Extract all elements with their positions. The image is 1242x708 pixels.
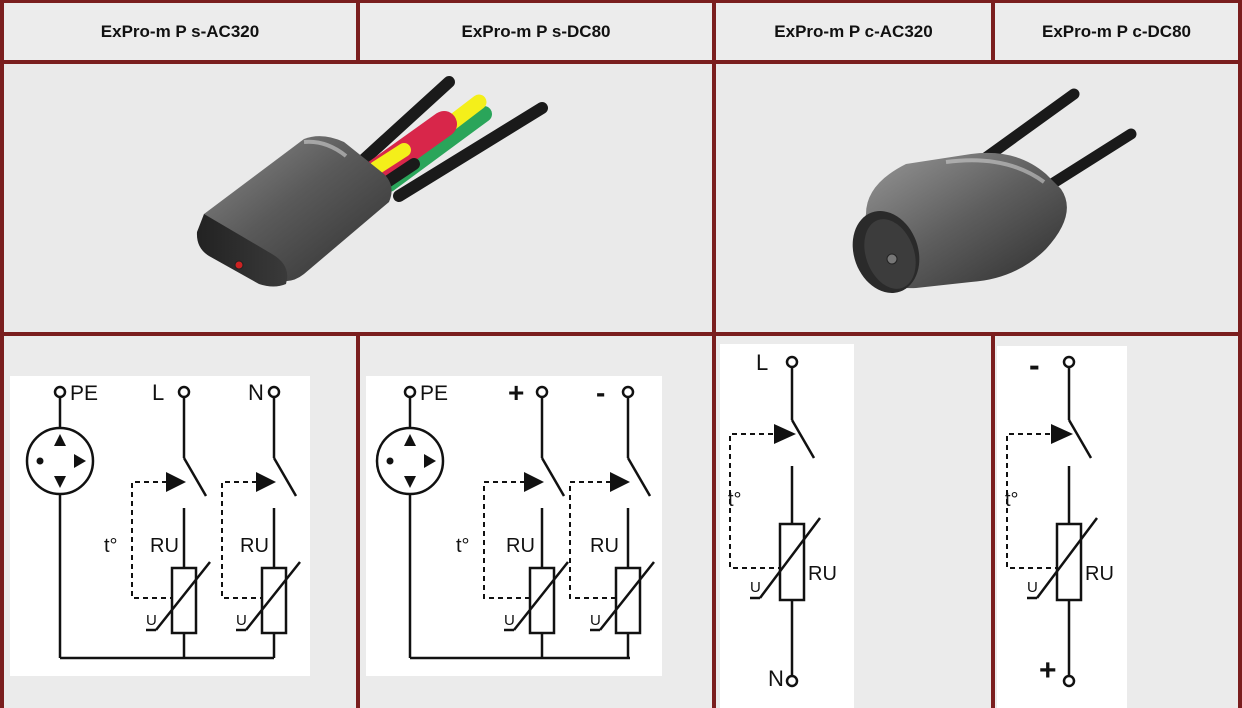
label-plus: + <box>1039 654 1057 687</box>
photo-s-variant <box>4 64 712 332</box>
label-pe: PE <box>70 382 98 405</box>
header-c-dc80: ExPro-m P c-DC80 <box>995 3 1238 60</box>
label-temp: t° <box>104 535 118 557</box>
label-minus: - <box>596 377 605 408</box>
diagram-cell-s-ac320: PE L N t° RU RU U U <box>4 336 356 708</box>
label-plus: + <box>508 377 524 408</box>
diagram-cell-c-dc80: - + t° RU U <box>995 336 1238 708</box>
label-ru: RU <box>506 535 535 557</box>
label-u-2: U <box>236 612 247 629</box>
label-temp: t° <box>456 535 470 557</box>
photo-c-variant <box>716 64 1238 332</box>
label-u-2: U <box>590 612 601 629</box>
circuit-diagram-s-dc80: PE + - t° RU RU U U <box>375 377 655 660</box>
label-u: U <box>1027 579 1038 596</box>
label-ru: RU <box>150 535 179 557</box>
circuit-diagram-s-ac320: PE L N t° RU RU U U <box>25 380 301 660</box>
label-u: U <box>750 579 761 596</box>
label-u: U <box>504 612 515 629</box>
label-pe: PE <box>420 382 448 405</box>
diagram-cell-s-dc80: PE + - t° RU RU U U <box>360 336 712 708</box>
label-n: N <box>248 380 264 405</box>
label-ru-2: RU <box>240 535 269 557</box>
label-minus: - <box>1029 347 1040 383</box>
circuit-diagram-c-dc80: - + t° RU U <box>1005 347 1114 688</box>
label-ru-2: RU <box>590 535 619 557</box>
label-ru: RU <box>1085 563 1114 585</box>
label-temp: t° <box>1005 489 1019 511</box>
label-l: L <box>152 380 164 405</box>
device-c-image <box>852 88 1137 293</box>
circuit-diagram-c-ac320: L N t° RU U <box>728 350 837 691</box>
diagram-cell-c-ac320: L N t° RU U <box>716 336 991 708</box>
label-l: L <box>756 350 768 375</box>
label-u: U <box>146 612 157 629</box>
header-s-dc80: ExPro-m P s-DC80 <box>360 3 712 60</box>
label-n: N <box>768 666 784 691</box>
header-s-ac320: ExPro-m P s-AC320 <box>4 3 356 60</box>
label-temp: t° <box>728 489 742 511</box>
header-c-ac320: ExPro-m P c-AC320 <box>716 3 991 60</box>
label-ru: RU <box>808 563 837 585</box>
device-s-image <box>196 76 548 287</box>
